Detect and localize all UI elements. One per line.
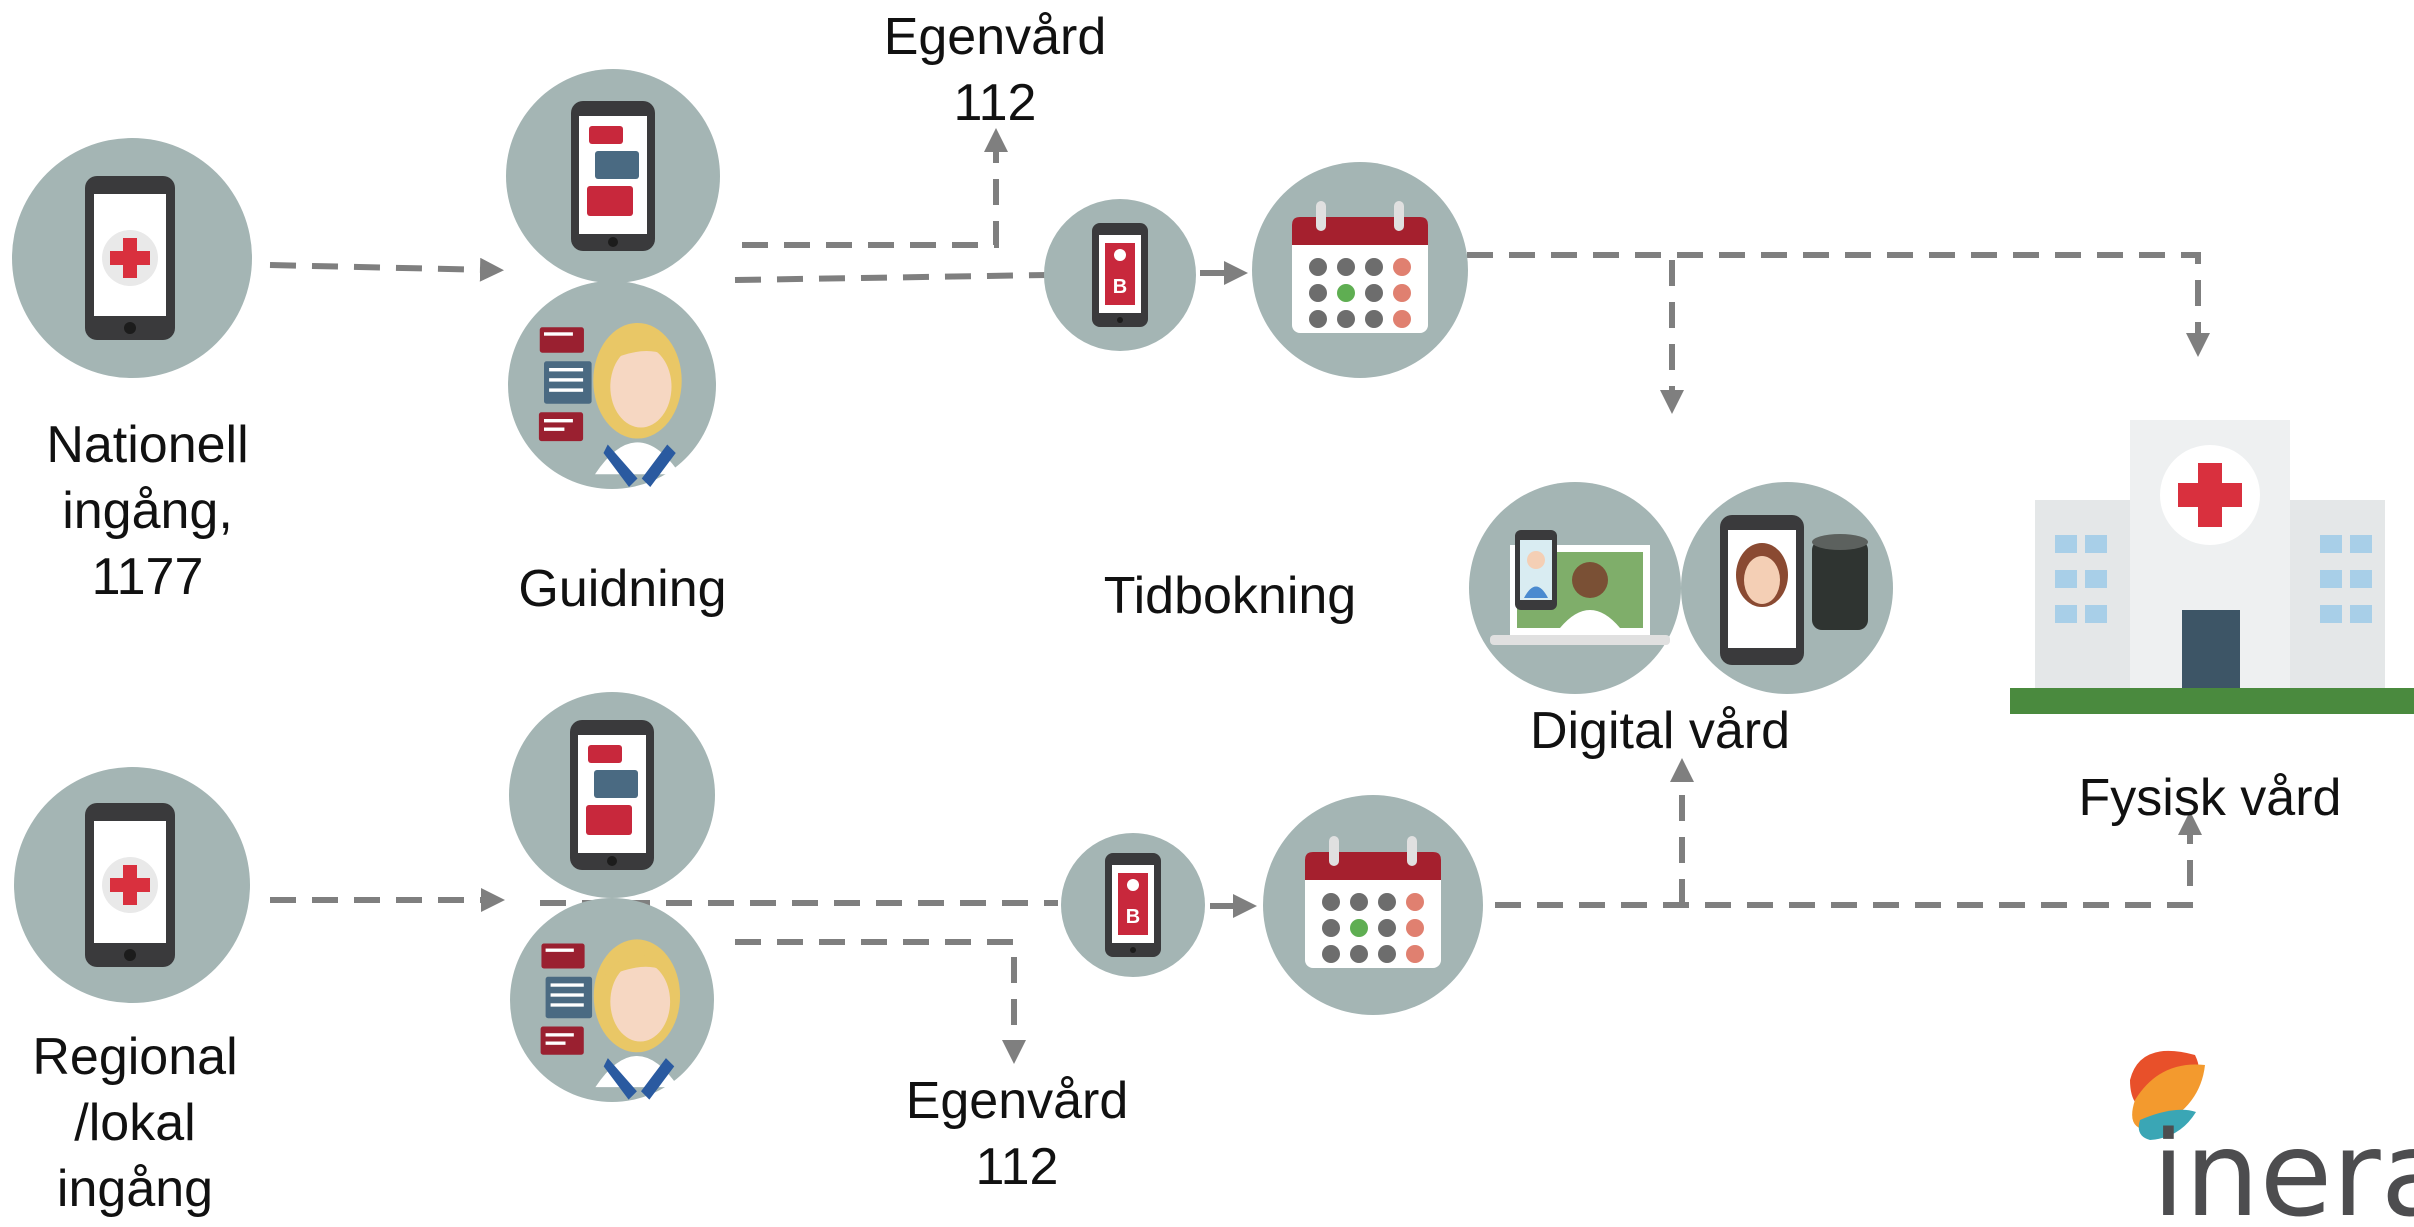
- guidance-chat-phone-icon: [506, 69, 720, 283]
- arrow-guidance-to-booking-top: [734, 272, 1049, 283]
- digital-care-doctor-phone-icon: [1681, 482, 1893, 694]
- digital-care-laptop-icon: [1469, 482, 1681, 694]
- arrow-guidance-to-digital-physical-top: [1425, 252, 2210, 357]
- booking-ticket-phone-icon: [1044, 199, 1196, 351]
- booking-calendar-icon-bottom: [1263, 795, 1483, 1015]
- label-physical-care: Fysisk vård: [2078, 769, 2342, 827]
- guidance-nurse-icon: [508, 281, 716, 489]
- regional-entry-icon: [14, 767, 250, 1003]
- arrow-guidance-to-selfcare-bottom: [735, 939, 1026, 1064]
- inera-logo: inera: [2130, 1050, 2414, 1227]
- booking-calendar-icon: [1252, 162, 1468, 378]
- label-guidance: Guidning: [518, 560, 727, 618]
- guidance-chat-phone-icon-bottom: [509, 692, 715, 898]
- inera-logo-wordmark: inera: [2152, 1105, 2414, 1227]
- label-self-care-top: Egenvård 112: [883, 8, 1107, 132]
- arrow-calendar-to-digital-physical-bottom: [1495, 811, 2202, 908]
- hospital-building-icon: [2010, 420, 2414, 714]
- guidance-nurse-icon-bottom: [510, 898, 714, 1102]
- label-national-entry: Nationell ingång, 1177: [46, 416, 249, 606]
- arrow-national-to-guidance: [269, 257, 504, 282]
- national-entry-icon: [12, 138, 252, 378]
- label-self-care-bottom: Egenvård 112: [905, 1072, 1129, 1196]
- booking-ticket-phone-icon-bottom: [1061, 833, 1205, 977]
- label-digital-care: Digital vård: [1529, 702, 1791, 760]
- label-regional-entry: Regional /lokal ingång: [32, 1028, 238, 1218]
- label-booking: Tidbokning: [1103, 567, 1357, 625]
- arrow-guidance-to-selfcare-top: [742, 128, 1008, 248]
